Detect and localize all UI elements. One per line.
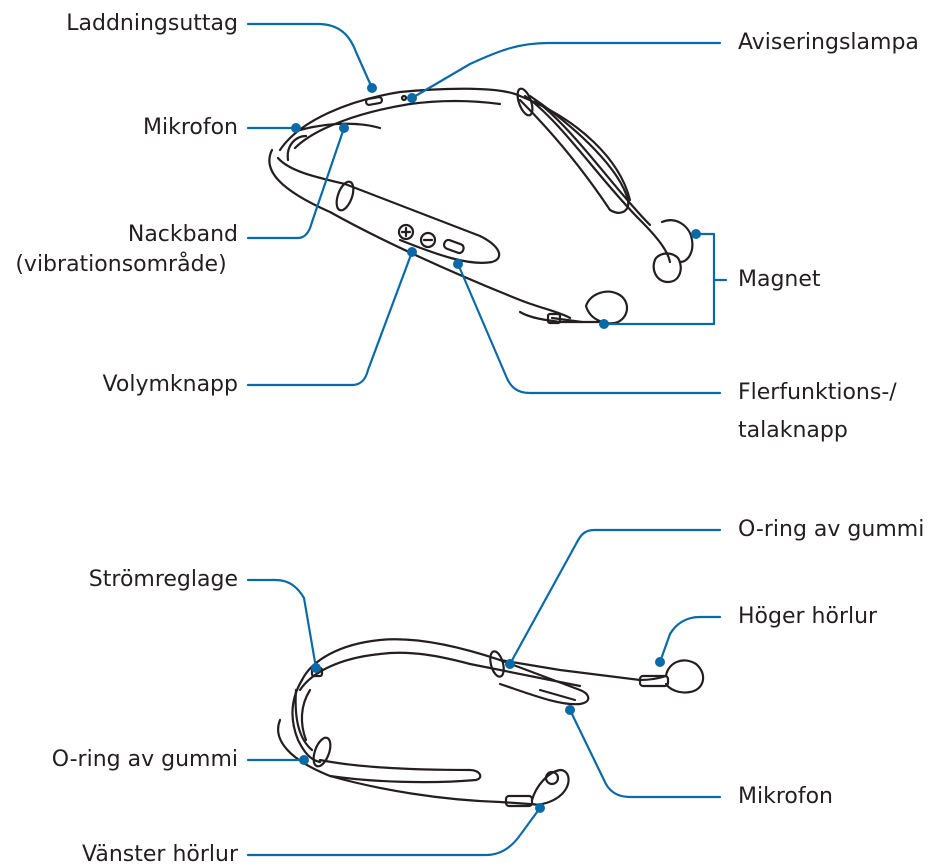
label-volume-button: Volymknapp: [0, 372, 238, 398]
label-power-switch: Strömreglage: [0, 567, 238, 593]
label-multifunction: Flerfunktions-/: [738, 380, 897, 406]
label-charging-port: Laddningsuttag: [0, 11, 238, 37]
label-notification-light: Aviseringslampa: [738, 30, 919, 56]
label-microphone-bottom: Mikrofon: [738, 784, 833, 810]
bottom-headset-illustration: [278, 639, 703, 806]
label-rubber-oring-left: O-ring av gummi: [0, 747, 238, 773]
label-multifunction-sub: talaknapp: [738, 418, 848, 444]
label-neckband-sub: (vibrationsområde): [0, 252, 242, 278]
label-magnet: Magnet: [738, 267, 821, 293]
label-left-earbud: Vänster hörlur: [0, 842, 238, 868]
label-microphone-top: Mikrofon: [0, 115, 238, 141]
label-neckband: Nackband: [0, 222, 238, 248]
label-right-earbud: Höger hörlur: [738, 604, 877, 630]
label-rubber-oring-right: O-ring av gummi: [738, 517, 924, 543]
leader-lines: [248, 24, 726, 855]
top-headset-illustration: [269, 87, 692, 323]
